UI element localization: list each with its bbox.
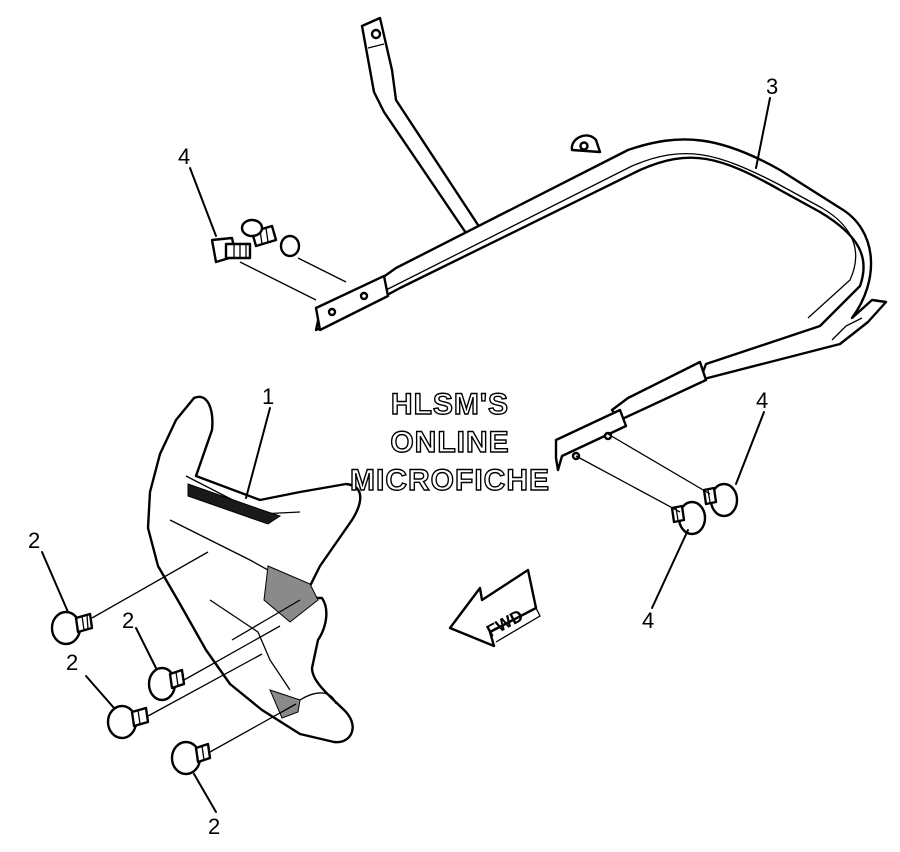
bolt-2-c (106, 704, 150, 740)
guard-frame (314, 16, 888, 472)
callout-4-right-upper: 4 (756, 388, 768, 413)
callout-1: 1 (262, 384, 274, 409)
callout-3: 3 (766, 74, 778, 99)
bolt-2-d (170, 740, 212, 776)
watermark-line-2: ONLINE (390, 426, 509, 459)
callout-2-d: 2 (208, 814, 220, 839)
assembly-lines (91, 257, 711, 753)
callout-2-c: 2 (66, 650, 78, 675)
callout-2-b: 2 (122, 608, 134, 633)
leader-lines (41, 97, 771, 813)
callout-labels: 1 3 4 4 4 2 2 2 2 (28, 74, 778, 839)
watermark-line-3: MICROFICHE (350, 464, 550, 497)
bolt-2-b (147, 666, 186, 702)
bolt-4-upper-left (210, 236, 252, 264)
callout-4-upper: 4 (178, 144, 190, 169)
callout-4-right-lower: 4 (642, 608, 654, 633)
washer-4 (240, 218, 301, 258)
bolt-4-right-upper (702, 482, 739, 518)
callout-2-a: 2 (28, 528, 40, 553)
watermark: HLSM'S ONLINE MICROFICHE (349, 387, 550, 497)
watermark-line-1: HLSM'S (391, 388, 509, 421)
skid-guard (146, 395, 362, 744)
bolt-2-a (50, 610, 94, 646)
forward-arrow: FWD (448, 568, 541, 648)
